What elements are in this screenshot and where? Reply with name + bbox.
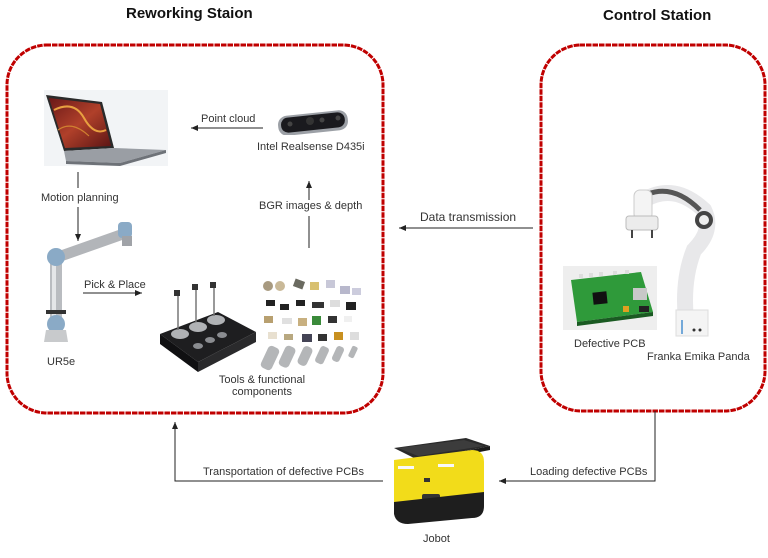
ur5e-robot-image xyxy=(38,222,138,344)
jobot-image xyxy=(388,434,492,526)
transportation-label: Transportation of defective PCBs xyxy=(203,466,365,478)
pcb-label: Defective PCB xyxy=(574,338,646,350)
transportation-arrow xyxy=(172,422,383,482)
data-transmission-label: Data transmission xyxy=(420,210,517,224)
camera-label: Intel Realsense D435i xyxy=(257,141,365,153)
tools-station-image xyxy=(158,282,258,374)
components-image xyxy=(258,276,366,372)
control-station-box xyxy=(539,43,767,413)
ur5e-label: UR5e xyxy=(47,356,76,368)
tools-label-line2: components xyxy=(232,386,292,398)
pcb-image xyxy=(563,266,657,330)
laptop-image xyxy=(44,90,168,166)
camera-image xyxy=(276,107,350,136)
bgr-depth-label: BGR images & depth xyxy=(259,200,363,212)
jobot-label: Jobot xyxy=(423,533,450,545)
panda-robot-image xyxy=(624,180,720,342)
control-station-title: Control Station xyxy=(603,7,712,24)
loading-label: Loading defective PCBs xyxy=(530,466,648,478)
loading-arrow xyxy=(499,411,656,484)
pick-place-label: Pick & Place xyxy=(84,279,146,291)
point-cloud-label: Point cloud xyxy=(201,113,256,125)
tools-label-line1: Tools & functional xyxy=(218,374,306,386)
panda-label: Franka Emika Panda xyxy=(647,351,750,363)
reworking-station-title: Reworking Staion xyxy=(126,5,253,22)
reworking-station-box xyxy=(5,43,385,415)
tools-label: Tools & functional components xyxy=(212,374,312,398)
motion-planning-label: Motion planning xyxy=(41,192,119,204)
